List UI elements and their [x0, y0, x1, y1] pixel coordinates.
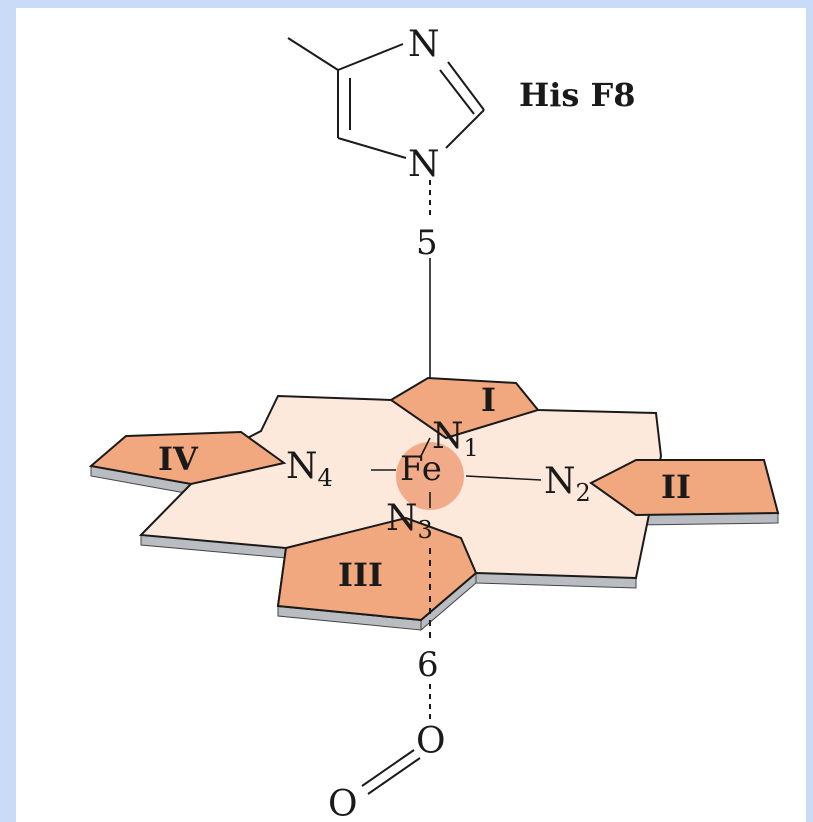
heme-diagram: N N His F8 5 I N1 IV N4 Fe N2 II N3 III …	[88, 24, 780, 822]
n2-label: N2	[544, 461, 591, 507]
ring-2-label: II	[661, 468, 691, 506]
n1-label: N1	[432, 416, 479, 462]
bond-n-c2a	[447, 61, 485, 111]
histidine-label: His F8	[519, 76, 636, 114]
n4-label: N4	[286, 446, 333, 492]
pyrrole-ring-4	[88, 430, 287, 486]
o-o-double-bond	[361, 749, 421, 795]
methyl-bond	[287, 37, 339, 71]
fe-n-bonds	[371, 437, 542, 508]
ring-3-label: III	[338, 556, 383, 594]
pyrrole-ring-1	[389, 376, 540, 440]
bond-n-c	[337, 137, 407, 159]
n3-label: N3	[386, 498, 433, 544]
bond-c-n-top	[337, 43, 404, 71]
imidazole-ring	[287, 37, 485, 159]
pyrrole-ring-3	[276, 516, 478, 622]
bond-n-c2b	[439, 69, 475, 115]
oxygen-1: O	[416, 721, 446, 762]
imidazole-n-top: N	[408, 24, 440, 65]
diagram-panel: N N His F8 5 I N1 IV N4 Fe N2 II N3 III …	[16, 8, 806, 822]
pyrrole-ring-2	[589, 459, 780, 517]
ring-1-label: I	[481, 381, 496, 419]
bond-6-label: 6	[417, 645, 439, 685]
ring-4-label: IV	[158, 440, 199, 478]
iron-label: Fe	[400, 449, 442, 489]
iron-glow	[396, 442, 464, 510]
bond-5-label: 5	[416, 223, 438, 263]
oxygen-2: O	[328, 784, 358, 822]
imidazole-n-bottom: N	[408, 144, 440, 185]
plane-edge-shadow	[90, 465, 779, 632]
bond-c2-n	[445, 109, 485, 149]
